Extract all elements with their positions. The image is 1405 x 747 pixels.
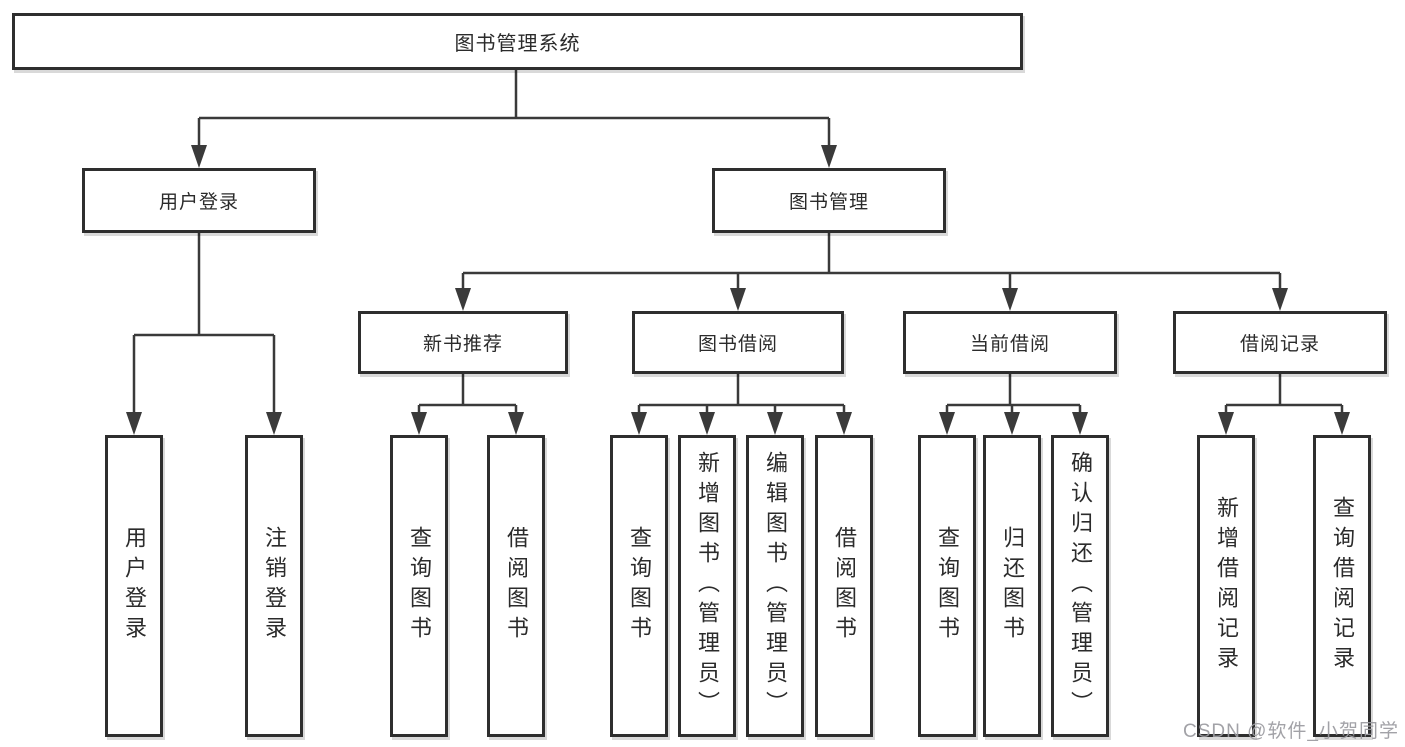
leaf-return-books: 归还图书 [983,435,1041,737]
node-label: 借阅图书 [504,526,529,646]
node-label: 查询图书 [935,526,960,646]
arrow-down-icon [1334,412,1350,435]
arrow-down-icon [1218,412,1234,435]
node-label: 当前借阅 [969,334,1050,355]
arrow-down-icon [1072,412,1088,435]
arrow-down-icon [126,412,142,435]
arrow-down-icon [836,412,852,435]
node-label: 查询图书 [407,526,432,646]
leaf-borrow-books: 借阅图书 [815,435,873,737]
node-library-management-system: 图书管理系统 [12,13,1023,70]
node-label: 编辑图书（管理员） [763,451,788,721]
node-book-borrow: 图书借阅 [632,311,844,374]
node-label: 归还图书 [1000,526,1025,646]
arrow-down-icon [699,412,715,435]
arrow-down-icon [508,412,524,435]
arrow-down-icon [631,412,647,435]
edge-user-login-to-leaves [132,233,276,420]
edge-borrow-record-to-leaves [1224,374,1344,420]
node-label: 注销登录 [262,526,287,646]
leaf-borrow-books-recommend: 借阅图书 [487,435,545,737]
arrow-down-icon [1004,412,1020,435]
tree-edges [132,70,1344,420]
leaf-query-books-borrow: 查询图书 [610,435,668,737]
node-label: 查询图书 [627,526,652,646]
arrow-down-icon [266,412,282,435]
node-label: 图书管理 [788,192,869,213]
arrow-down-icon [455,288,471,311]
node-new-book-recommend: 新书推荐 [358,311,568,374]
node-label: 新书推荐 [422,334,503,355]
arrowheads [126,145,1350,435]
leaf-query-books-current: 查询图书 [918,435,976,737]
arrow-down-icon [730,288,746,311]
edge-book-mgmt-to-level3 [461,233,1282,296]
leaf-user-login: 用户登录 [105,435,163,737]
node-label: 图书借阅 [697,334,778,355]
arrow-down-icon [767,412,783,435]
leaf-add-books-admin: 新增图书（管理员） [678,435,736,737]
node-borrow-record: 借阅记录 [1173,311,1387,374]
node-current-borrow: 当前借阅 [903,311,1117,374]
node-label: 借阅图书 [832,526,857,646]
arrow-down-icon [191,145,207,168]
arrow-down-icon [821,145,837,168]
node-label: 新增图书（管理员） [695,451,720,721]
node-label: 查询借阅记录 [1330,496,1355,676]
edge-new-book-rec-to-leaves [417,374,518,420]
edge-root-to-level2 [197,70,831,150]
node-label: 用户登录 [122,526,147,646]
arrow-down-icon [411,412,427,435]
node-label: 图书管理系统 [454,33,581,55]
node-label: 新增借阅记录 [1214,496,1239,676]
leaf-query-books-recommend: 查询图书 [390,435,448,737]
leaf-confirm-return-admin: 确认归还（管理员） [1051,435,1109,737]
arrow-down-icon [1272,288,1288,311]
node-user-login: 用户登录 [82,168,316,233]
leaf-logout-login: 注销登录 [245,435,303,737]
node-book-management: 图书管理 [712,168,946,233]
edge-book-borrow-to-leaves [637,374,846,420]
node-label: 借阅记录 [1239,334,1320,355]
leaf-query-borrow-record: 查询借阅记录 [1313,435,1371,737]
arrow-down-icon [1002,288,1018,311]
csdn-watermark: CSDN @软件_小贺同学 [1183,721,1399,742]
node-label: 确认归还（管理员） [1068,451,1093,721]
node-label: 用户登录 [158,192,239,213]
arrow-down-icon [939,412,955,435]
leaf-add-borrow-record: 新增借阅记录 [1197,435,1255,737]
leaf-edit-books-admin: 编辑图书（管理员） [746,435,804,737]
